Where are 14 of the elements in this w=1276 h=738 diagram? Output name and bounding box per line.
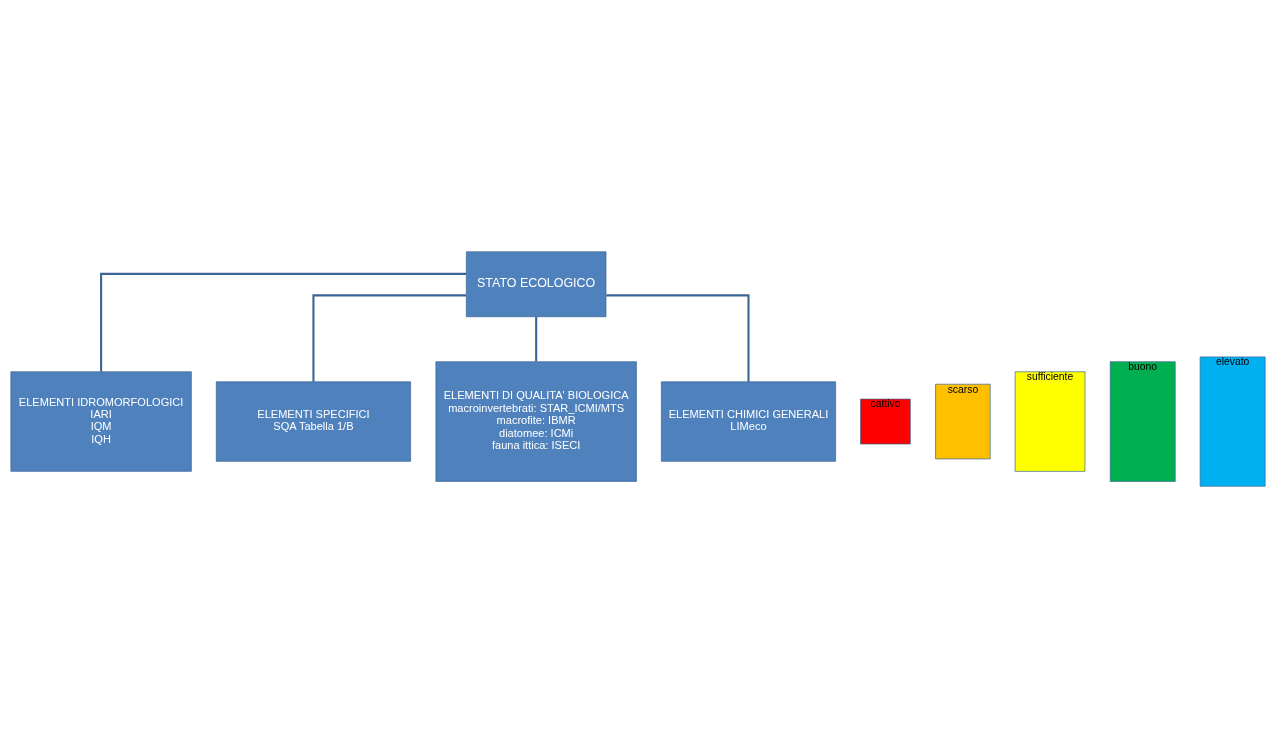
node-box: ELEMENTI SPECIFICI SQA Tabella 1/B: [215, 381, 411, 462]
connector: [606, 294, 750, 382]
node-box: ELEMENTI CHIMICI GENERALI LIMeco: [661, 381, 836, 462]
node-box: cattivo: [860, 398, 911, 445]
node-box: scarso: [935, 383, 991, 460]
connector: [312, 294, 466, 382]
node-box: buono: [1109, 361, 1176, 482]
connector: [100, 272, 467, 372]
node-box: elevato: [1199, 356, 1266, 487]
node-box: STATO ECOLOGICO: [465, 251, 607, 318]
node-box: sufficiente: [1014, 371, 1086, 472]
connector: [535, 316, 538, 362]
node-box: ELEMENTI IDROMORFOLOGICI IARI IQM IQH: [10, 371, 192, 472]
node-box: ELEMENTI DI QUALITA' BIOLOGICA macroinvertebrati: STAR_ICMI/MTS macrofite: IBMR diatomee: ICMi fauna ittica: ISECI: [435, 361, 637, 482]
